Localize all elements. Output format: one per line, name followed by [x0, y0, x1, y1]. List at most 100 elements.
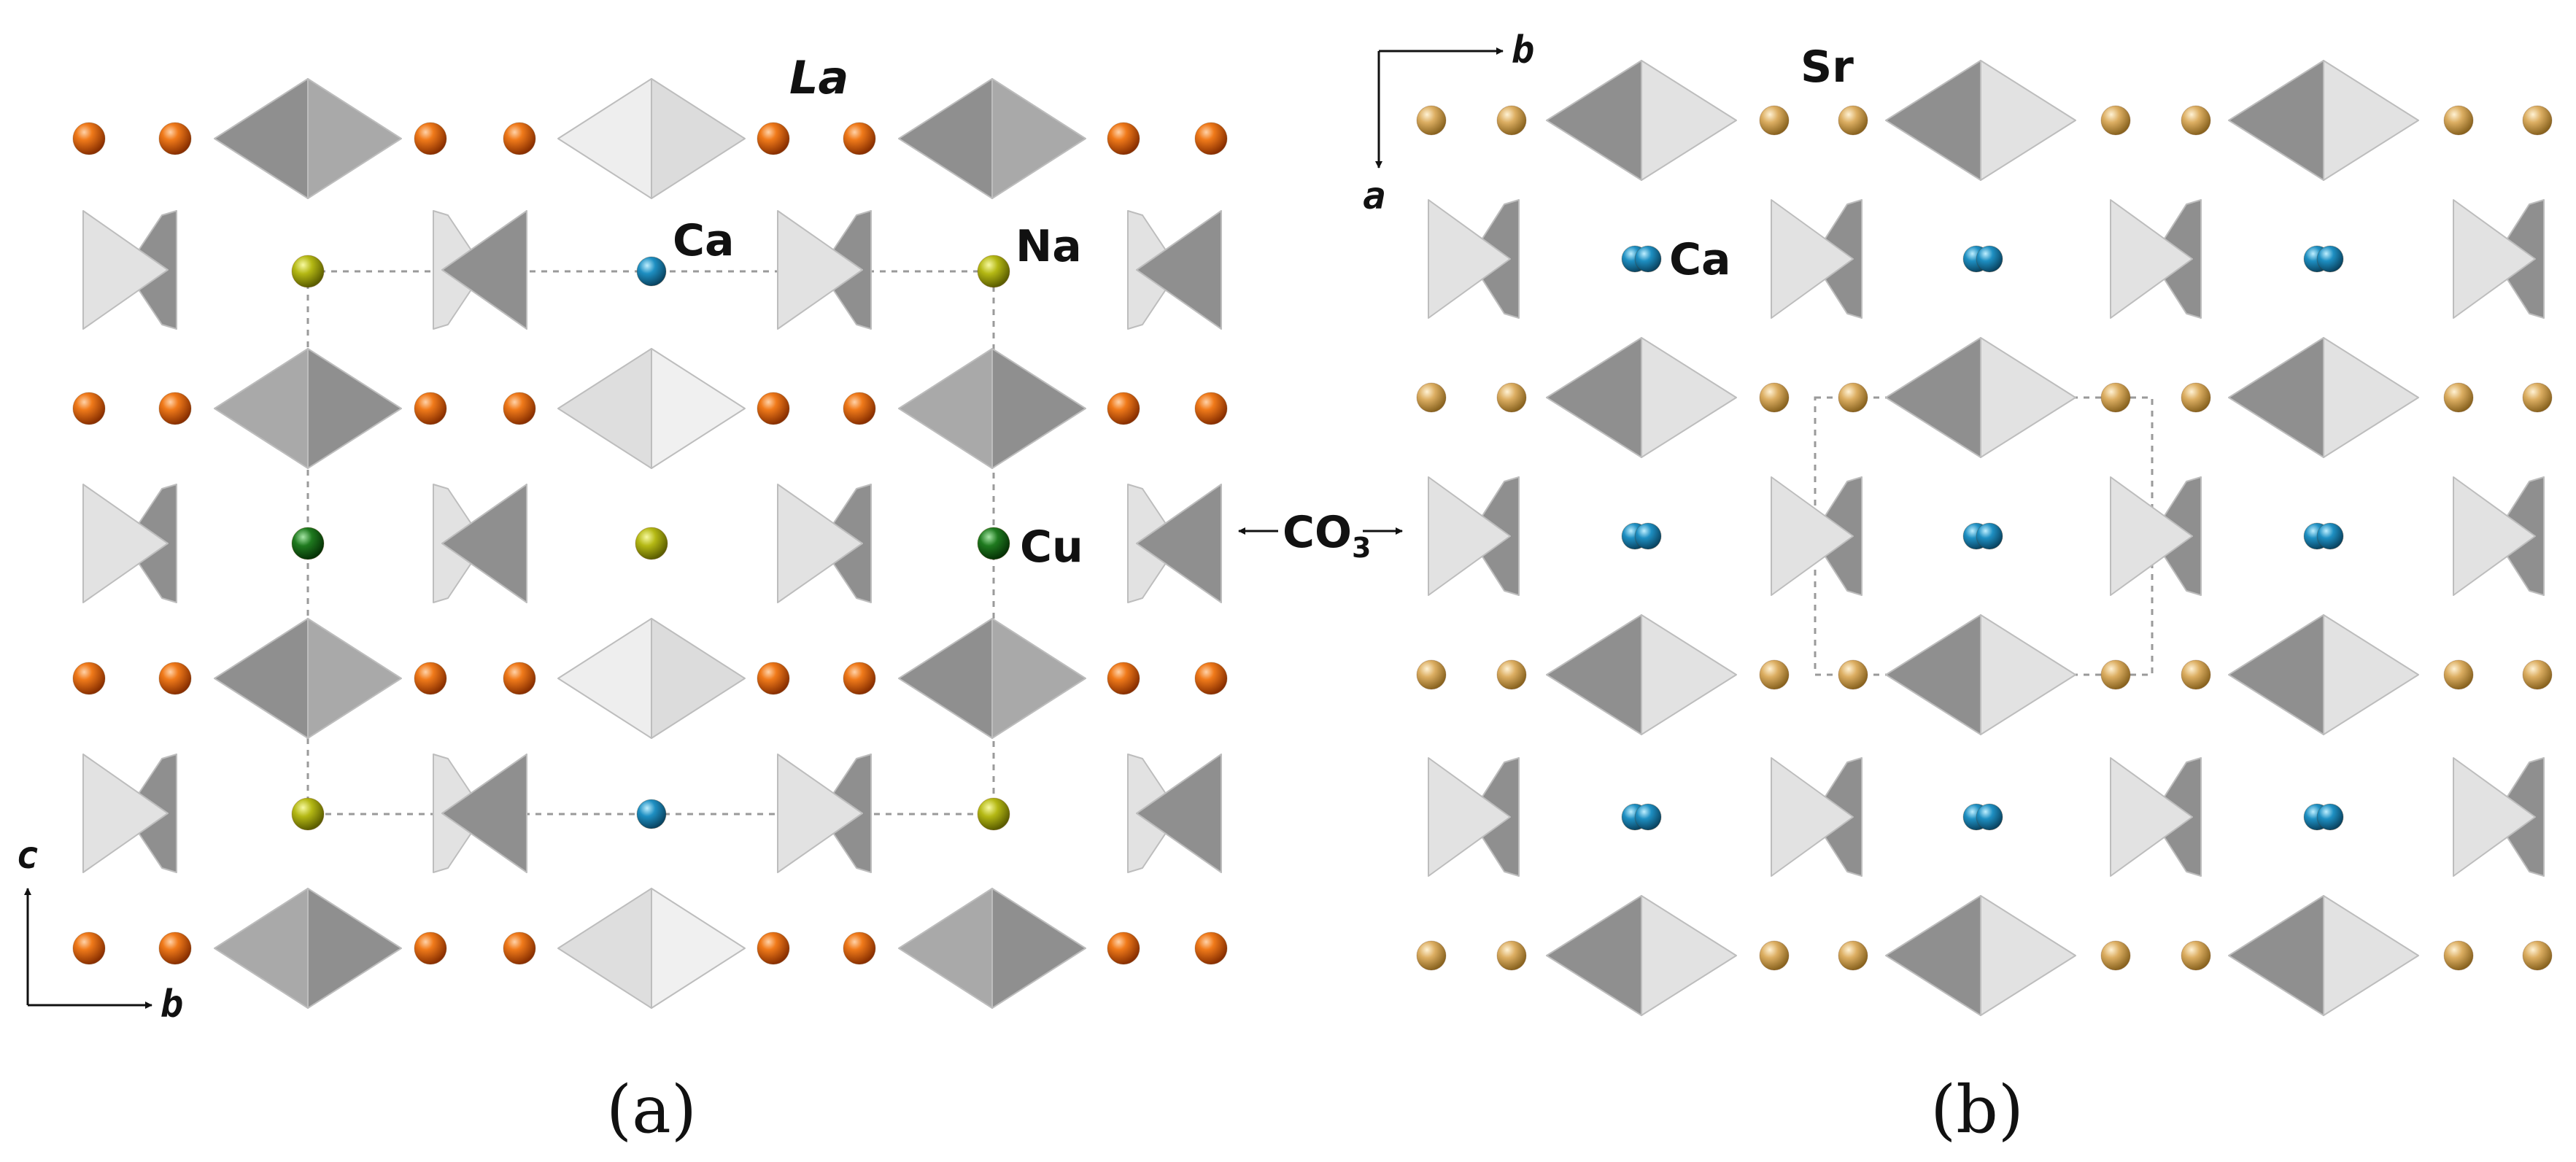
co3-group: [2110, 476, 2202, 596]
co3-label: CO3: [1238, 507, 1403, 564]
sr-atom: [1759, 382, 1790, 413]
coordination-polyhedron: [557, 618, 746, 739]
sr-atom: [1838, 382, 1868, 413]
ca-atom: [636, 256, 667, 287]
sr-atom: [2522, 105, 2553, 136]
coordination-polyhedron: [2228, 614, 2419, 735]
coordination-polyhedron: [214, 348, 402, 469]
ca-atom: [1634, 522, 1662, 550]
axis-label-c: c: [16, 834, 39, 878]
coordination-polyhedron: [2228, 895, 2419, 1016]
la-atom: [843, 392, 876, 425]
co3-group: [2453, 757, 2545, 877]
sr-atom: [2100, 105, 2131, 136]
la-atom: [503, 392, 536, 425]
ca-label-a: Ca: [673, 215, 735, 266]
la-atom: [1194, 392, 1228, 425]
sr-atom: [1759, 940, 1790, 971]
na-atom: [977, 797, 1010, 831]
la-atom: [1107, 392, 1140, 425]
axis-label-b-b: b: [1512, 28, 1534, 72]
la-atom: [414, 392, 447, 425]
coordination-polyhedron: [1885, 337, 2076, 458]
co3-group: [777, 210, 872, 330]
sr-atom: [2443, 940, 2474, 971]
sr-atom: [2100, 382, 2131, 413]
na-atom: [291, 797, 325, 831]
co3-group: [1127, 754, 1222, 873]
la-atom: [757, 392, 790, 425]
cu-atom: [291, 527, 325, 560]
la-atom: [843, 931, 876, 965]
la-atom: [843, 122, 876, 155]
co3-group: [1771, 757, 1863, 877]
co3-group: [2110, 199, 2202, 319]
la-atom: [414, 122, 447, 155]
co3-group: [82, 210, 177, 330]
co3-group: [433, 754, 527, 873]
co3-group: [777, 754, 872, 873]
sr-atom: [1496, 105, 1527, 136]
ca-label-b: Ca: [1669, 234, 1731, 285]
sr-atom: [2181, 659, 2211, 690]
co3-group: [2453, 476, 2545, 596]
axis-label-a: a: [1363, 174, 1385, 218]
sr-atom: [2443, 105, 2474, 136]
coordination-polyhedron: [1885, 614, 2076, 735]
coordination-polyhedron: [1546, 60, 1737, 181]
atoms-layer: [72, 105, 2553, 971]
la-atom: [1107, 931, 1140, 965]
unit-cell-outlines: [306, 270, 2154, 816]
coordination-polyhedron: [898, 78, 1086, 199]
ca-atom: [1634, 803, 1662, 831]
sr-atom: [2522, 382, 2553, 413]
sr-atom: [1416, 940, 1447, 971]
la-atom: [503, 662, 536, 695]
coordination-polyhedron: [2228, 337, 2419, 458]
la-atom: [1107, 662, 1140, 695]
coordination-polyhedron: [898, 348, 1086, 469]
co3-subscript: 3: [1352, 532, 1371, 564]
coordination-polyhedron: [1885, 895, 2076, 1016]
na-atom: [291, 255, 325, 288]
sr-atom: [2181, 105, 2211, 136]
na-atom: [635, 527, 668, 560]
sr-atom: [1838, 940, 1868, 971]
sr-atom: [1416, 659, 1447, 690]
caption-a: (a): [606, 1072, 697, 1148]
ca-atom: [1976, 522, 2003, 550]
la-atom: [158, 662, 192, 695]
sr-atom: [2522, 659, 2553, 690]
sr-atom: [2522, 940, 2553, 971]
la-atom: [1107, 122, 1140, 155]
la-atom: [1194, 931, 1228, 965]
sr-atom: [2100, 659, 2131, 690]
co3-text: CO3: [1283, 507, 1372, 564]
co3-group: [1127, 484, 1222, 603]
co3-group: [1127, 210, 1222, 330]
coordination-polyhedron: [557, 78, 746, 199]
sr-atom: [1496, 659, 1527, 690]
coordination-polyhedron: [214, 618, 402, 739]
sr-atom: [1838, 105, 1868, 136]
la-atom: [158, 931, 192, 965]
sr-atom: [2181, 940, 2211, 971]
la-atom: [1194, 662, 1228, 695]
co3-group: [1428, 757, 1520, 877]
polyhedra-layer: [82, 60, 2545, 1016]
ca-atom: [2316, 803, 2344, 831]
sr-atom: [2443, 659, 2474, 690]
la-atom: [72, 931, 106, 965]
coordination-polyhedron: [1885, 60, 2076, 181]
la-atom: [72, 392, 106, 425]
sr-atom: [2100, 940, 2131, 971]
sr-atom: [1416, 382, 1447, 413]
co3-group: [82, 484, 177, 603]
la-atom: [158, 392, 192, 425]
la-atom: [158, 122, 192, 155]
co3-group: [433, 484, 527, 603]
cu-label: Cu: [1020, 522, 1083, 573]
sr-atom: [1496, 940, 1527, 971]
sr-atom: [1759, 659, 1790, 690]
